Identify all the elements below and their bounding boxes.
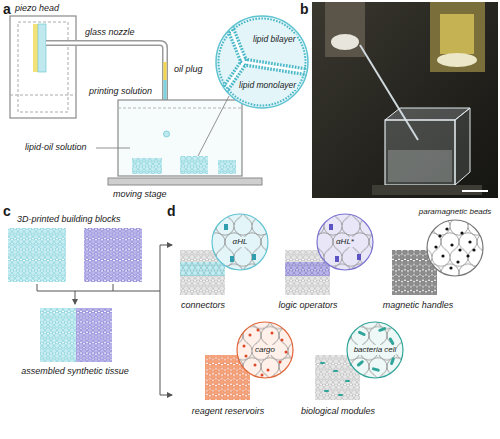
part-label: moving stage xyxy=(112,189,168,200)
module-label: logic operators xyxy=(277,300,338,311)
biological-module xyxy=(315,322,403,400)
moving-stage xyxy=(108,178,262,185)
module-label: biological modules xyxy=(300,406,376,417)
photo xyxy=(312,2,498,198)
magnetic-module xyxy=(392,220,483,295)
part-label: lipid bilayer xyxy=(252,34,297,44)
reservoir-module xyxy=(205,322,293,400)
oil-plug xyxy=(164,62,167,80)
part-label: bacteria cell xyxy=(353,345,398,355)
part-label: lipid monolayer xyxy=(238,80,297,90)
protein-label: αHL* xyxy=(335,237,355,247)
panel-letter: c xyxy=(2,203,12,220)
oil-chamber xyxy=(118,100,242,176)
protein-label: αHL xyxy=(232,237,249,247)
part-label: oil plug xyxy=(173,64,204,75)
droplet-network xyxy=(132,158,162,174)
part-label: piezo head xyxy=(14,3,60,14)
part-label: paramagnetic beads xyxy=(418,207,493,217)
part-label: printing solution xyxy=(88,86,153,97)
panel-letter: a xyxy=(2,1,12,18)
module-label: connectors xyxy=(180,300,226,311)
zoom-callout xyxy=(204,8,320,120)
connector-module xyxy=(180,214,268,295)
panel-letter: b xyxy=(299,1,310,18)
module-label: reagent reservoirs xyxy=(191,406,266,417)
group-label: 3D-printed building blocks xyxy=(16,214,122,225)
part-label: lipid-oil solution xyxy=(24,142,88,153)
panel-letter: d xyxy=(166,203,177,220)
building-blocks xyxy=(8,228,172,395)
scale-bar xyxy=(462,190,488,192)
module-label: magnetic handles xyxy=(382,300,455,311)
piezo-head xyxy=(10,16,76,118)
group-label: assembled synthetic tissue xyxy=(20,366,130,377)
part-label: cargo xyxy=(254,345,276,355)
part-label: glass nozzle xyxy=(84,27,136,38)
logic-module xyxy=(285,214,373,295)
